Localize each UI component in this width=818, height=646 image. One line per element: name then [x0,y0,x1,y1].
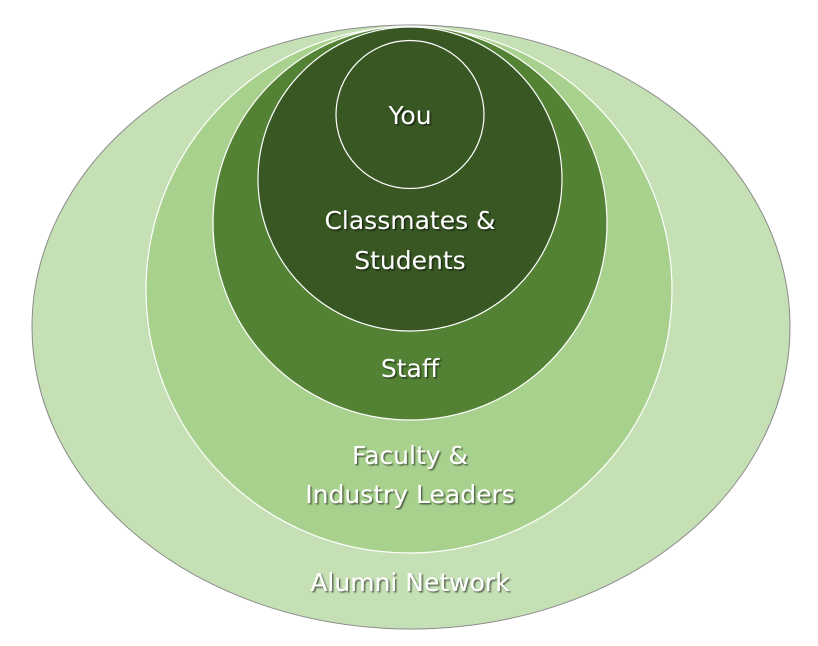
classmates-label-line2: Students [354,246,465,275]
faculty-label-line1: Faculty & [352,441,468,470]
you-circle [335,39,485,190]
alumni-label: Alumni Network [310,568,510,597]
classmates-label-line1: Classmates & [324,206,495,235]
staff-label: Staff [381,354,440,383]
you-label: You [387,101,431,130]
faculty-label-line2: Industry Leaders [305,480,515,509]
